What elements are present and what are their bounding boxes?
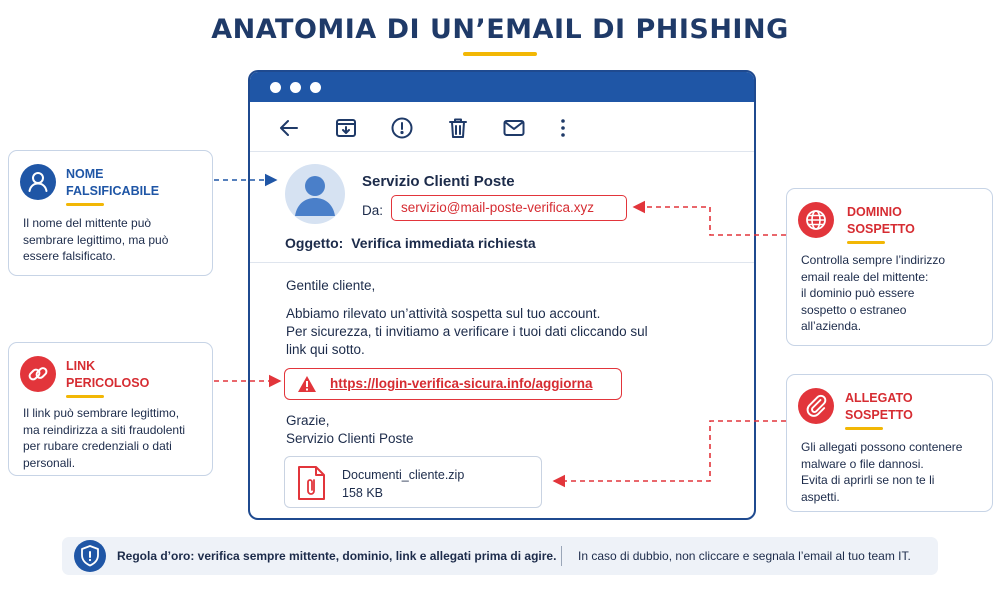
callout-desc-line: all’azienda.	[801, 319, 862, 333]
attachment-size: 158 KB	[342, 486, 384, 500]
report-spam-icon[interactable]	[390, 116, 414, 140]
email-toolbar	[250, 102, 754, 152]
callout-suspicious-attachment: ALLEGATO SOSPETTO Gli allegati possono c…	[786, 374, 993, 512]
link-chain-icon	[20, 356, 56, 392]
callout-title-line: SOSPETTO	[847, 222, 915, 236]
callout-accent-bar	[66, 203, 104, 206]
subject-line: Oggetto: Verifica immediata richiesta	[285, 235, 536, 251]
callout-desc-line: aspetti.	[801, 489, 840, 504]
callout-desc-line: Il link può sembrare legittimo,	[23, 406, 180, 420]
footer-separator	[561, 546, 562, 566]
shield-icon	[74, 540, 106, 572]
from-address: servizio@mail-poste-verifica.xyz	[391, 195, 627, 221]
title-underline	[463, 52, 537, 56]
callout-desc-line: per rubare credenziali o dati	[23, 439, 172, 453]
callout-title-line: LINK	[66, 359, 96, 373]
user-icon	[20, 164, 56, 200]
body-line: link qui sotto.	[286, 342, 365, 357]
callout-description: Controlla sempre l’indirizzo email reale…	[801, 252, 945, 335]
file-attachment-icon	[295, 465, 327, 501]
attachment[interactable]: Documenti_cliente.zip 158 KB	[284, 456, 542, 508]
trash-icon[interactable]	[446, 116, 470, 140]
closing: Grazie,	[286, 413, 330, 428]
callout-desc-line: ma reindirizza a siti fraudolenti	[23, 422, 186, 437]
callout-accent-bar	[847, 241, 885, 244]
sender-name: Servizio Clienti Poste	[362, 173, 515, 190]
window-dot	[270, 82, 281, 93]
callout-description: Il nome del mittente può sembrare legitt…	[23, 215, 168, 265]
warning-icon	[297, 375, 317, 393]
callout-accent-bar	[845, 427, 883, 430]
footer-tip: In caso di dubbio, non cliccare e segnal…	[578, 549, 911, 563]
avatar	[285, 164, 345, 224]
more-vert-icon[interactable]	[551, 116, 575, 140]
callout-description: Il link può sembrare legittimo, ma reind…	[23, 405, 185, 471]
callout-desc-line: Controlla sempre l’indirizzo	[801, 253, 946, 267]
link-url[interactable]: https://login-verifica-sicura.info/aggio…	[330, 376, 593, 391]
paperclip-icon	[798, 388, 834, 424]
email-window: Servizio Clienti Poste Da: servizio@mail…	[248, 70, 756, 520]
envelope-icon[interactable]	[502, 116, 526, 140]
phishing-link[interactable]: https://login-verifica-sicura.info/aggio…	[284, 368, 622, 400]
callout-desc-line: Evita di aprirli se non te li	[801, 473, 935, 487]
callout-desc-line: malware o file dannosi.	[801, 456, 924, 471]
callout-desc-line: email reale del mittente:	[801, 269, 929, 284]
callout-title: ALLEGATO SOSPETTO	[845, 390, 913, 424]
callout-title-line: DOMINIO	[847, 205, 902, 219]
callout-title-line: FALSIFICABILE	[66, 184, 160, 198]
footer-tip-bar: Regola d’oro: verifica sempre mittente, …	[62, 537, 938, 575]
back-arrow-icon[interactable]	[277, 116, 301, 140]
golden-rule: Regola d’oro: verifica sempre mittente, …	[117, 549, 557, 563]
page-title: ANATOMIA DI UN’EMAIL DI PHISHING	[211, 14, 789, 45]
globe-icon	[798, 202, 834, 238]
subject-text: Verifica immediata richiesta	[351, 235, 536, 251]
callout-desc-line: sembrare legittimo, ma può	[23, 232, 169, 247]
archive-icon[interactable]	[334, 116, 358, 140]
subject-label: Oggetto:	[285, 235, 344, 251]
callout-suspicious-domain: DOMINIO SOSPETTO Controlla sempre l’indi…	[786, 188, 993, 346]
callout-desc-line: Gli allegati possono contenere	[801, 440, 963, 454]
header-divider	[250, 262, 754, 263]
callout-sender-name: NOME FALSIFICABILE Il nome del mittente …	[8, 150, 213, 276]
callout-desc-line: sospetto o estraneo	[801, 302, 907, 317]
window-dot	[290, 82, 301, 93]
callout-desc-line: personali.	[23, 455, 76, 470]
callout-title-line: ALLEGATO	[845, 391, 913, 405]
attachment-name: Documenti_cliente.zip	[342, 468, 465, 482]
callout-title: NOME FALSIFICABILE	[66, 166, 159, 200]
signature: Servizio Clienti Poste	[286, 431, 414, 446]
callout-desc-line: il dominio può essere	[801, 286, 915, 300]
greeting: Gentile cliente,	[286, 278, 376, 293]
callout-title-line: SOSPETTO	[845, 408, 913, 422]
callout-accent-bar	[66, 395, 104, 398]
callout-description: Gli allegati possono contenere malware o…	[801, 439, 962, 505]
callout-dangerous-link: LINK PERICOLOSO Il link può sembrare leg…	[8, 342, 213, 476]
body-line: Per sicurezza, ti invitiamo a verificare…	[286, 324, 648, 339]
window-titlebar	[250, 72, 754, 102]
callout-title-line: NOME	[66, 167, 104, 181]
callout-title-line: PERICOLOSO	[66, 376, 150, 390]
window-dot	[310, 82, 321, 93]
callout-title: DOMINIO SOSPETTO	[847, 204, 915, 238]
body-line: Abbiamo rilevato un’attività sospetta su…	[286, 306, 601, 321]
callout-desc-line: Il nome del mittente può	[23, 216, 152, 230]
callout-title: LINK PERICOLOSO	[66, 358, 149, 392]
from-label: Da:	[362, 203, 384, 218]
callout-desc-line: essere falsificato.	[23, 249, 116, 263]
